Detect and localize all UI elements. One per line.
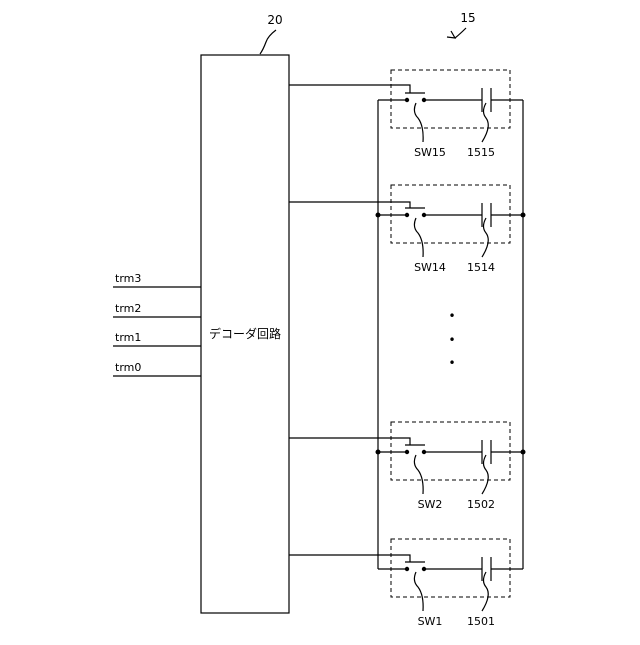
input-label-trm3: trm3 — [115, 272, 141, 285]
sw2-junction-right — [521, 450, 526, 455]
input-label-trm1: trm1 — [115, 331, 141, 344]
1502-label: 1502 — [467, 498, 495, 511]
bank-ref-arrowhead — [447, 31, 455, 38]
bank-ref: 15 — [460, 11, 475, 25]
1514-leader — [482, 218, 488, 257]
1515-leader — [482, 103, 488, 142]
decoder-ref: 20 — [267, 13, 282, 27]
1502-leader — [482, 455, 488, 494]
1514-label: 1514 — [467, 261, 495, 274]
sw15-label: SW15 — [414, 146, 446, 159]
sw2-switch-contact-left — [405, 450, 409, 454]
bank-ref-arrow — [455, 28, 466, 38]
sw2-switch-contact-right — [422, 450, 426, 454]
sw15-leader — [414, 103, 423, 142]
sw1-label: SW1 — [418, 615, 443, 628]
sw2-label: SW2 — [418, 498, 443, 511]
1501-label: 1501 — [467, 615, 495, 628]
input-label-trm0: trm0 — [115, 361, 141, 374]
ellipsis-dot-2: • — [448, 333, 455, 347]
sw14-switch-contact-right — [422, 213, 426, 217]
1501-leader — [482, 572, 488, 611]
sw1-control-line — [289, 555, 410, 562]
sw14-junction-left — [376, 213, 381, 218]
sw2-control-line — [289, 438, 410, 445]
sw2-junction-left — [376, 450, 381, 455]
1515-label: 1515 — [467, 146, 495, 159]
sw14-junction-right — [521, 213, 526, 218]
sw14-switch-contact-left — [405, 213, 409, 217]
decoder-label: デコーダ回路 — [209, 326, 281, 341]
ellipsis-dot-3: • — [448, 356, 455, 370]
sw1-switch-contact-left — [405, 567, 409, 571]
sw14-control-line — [289, 202, 410, 208]
sw15-control-line — [289, 85, 410, 93]
sw15-switch-contact-right — [422, 98, 426, 102]
capacitor-cells: SW15 1515SW14 1514SW2 1502SW1 1501 — [289, 70, 526, 628]
sw15-switch-contact-left — [405, 98, 409, 102]
sw1-leader — [414, 572, 423, 611]
sw14-label: SW14 — [414, 261, 446, 274]
decoder-ref-leader — [260, 30, 276, 54]
input-label-trm2: trm2 — [115, 302, 141, 315]
sw14-leader — [414, 218, 423, 257]
ellipsis-dot-1: • — [448, 309, 455, 323]
sw2-leader — [414, 455, 423, 494]
sw1-switch-contact-right — [422, 567, 426, 571]
